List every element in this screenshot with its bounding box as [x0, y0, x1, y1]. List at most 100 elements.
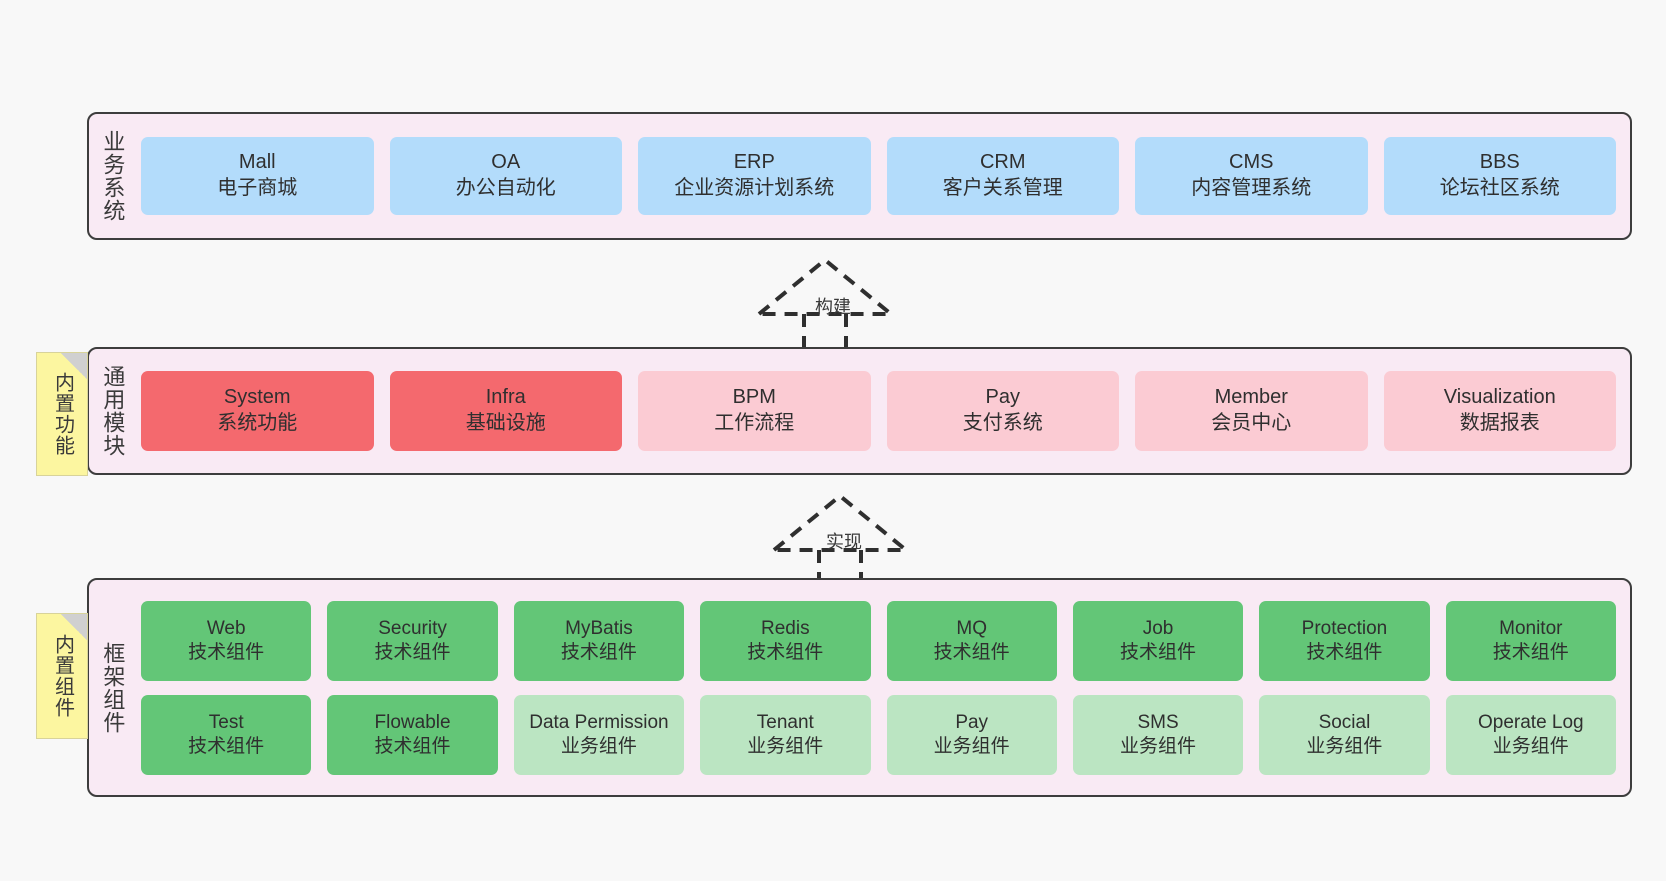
box-operate-log[interactable]: Operate Log 业务组件	[1445, 694, 1616, 775]
connector-build-label: 构建	[815, 297, 851, 317]
box-sms-title: SMS	[1137, 712, 1179, 734]
box-bpm-subtitle: 工作流程	[714, 412, 795, 434]
box-test-title: Test	[208, 712, 244, 734]
box-erp-subtitle: 企业资源计划系统	[674, 177, 835, 199]
box-visualization[interactable]: Visualization 数据报表	[1383, 371, 1616, 451]
layer-framework-components: 框架组件 Web 技术组件 Security 技术组件 MyBatis 技术组件…	[87, 578, 1632, 797]
box-bbs[interactable]: BBS 论坛社区系统	[1383, 137, 1616, 215]
box-redis-title: Redis	[761, 618, 810, 640]
box-sms-subtitle: 业务组件	[1120, 735, 1197, 757]
box-security[interactable]: Security 技术组件	[327, 600, 498, 681]
box-member-subtitle: 会员中心	[1211, 412, 1292, 434]
box-mybatis-title: MyBatis	[565, 618, 633, 640]
layer-framework-row-business: Test 技术组件 Flowable 技术组件 Data Permission …	[141, 694, 1616, 775]
box-infra-title: Infra	[485, 386, 526, 409]
box-test[interactable]: Test 技术组件	[141, 694, 312, 775]
box-operate-log-subtitle: 业务组件	[1492, 735, 1569, 757]
sticky-note-builtin-components: 内置组件	[36, 613, 88, 739]
box-mybatis-subtitle: 技术组件	[560, 641, 637, 663]
layer-business-system: 业务系统 Mall 电子商城 OA 办公自动化 ERP 企业资源计划系统 CRM…	[87, 112, 1632, 240]
box-crm-title: CRM	[979, 151, 1026, 174]
box-tenant[interactable]: Tenant 业务组件	[700, 694, 871, 775]
box-job[interactable]: Job 技术组件	[1072, 600, 1244, 681]
box-crm[interactable]: CRM 客户关系管理	[886, 137, 1119, 215]
box-mq-subtitle: 技术组件	[933, 641, 1010, 663]
box-pay-module-title: Pay	[985, 386, 1020, 409]
connector-implement-label: 实现	[826, 532, 862, 552]
connector-build: 构建	[753, 252, 923, 357]
layer-framework-components-label: 框架组件	[100, 641, 126, 734]
box-security-subtitle: 技术组件	[374, 641, 451, 663]
box-redis-subtitle: 技术组件	[747, 641, 824, 663]
box-pay-component-subtitle: 业务组件	[933, 735, 1010, 757]
box-mall-title: Mall	[238, 151, 276, 174]
box-web[interactable]: Web 技术组件	[141, 600, 312, 681]
layer-common-modules-label: 通用模块	[100, 365, 126, 457]
sticky-note-builtin-features: 内置功能	[36, 352, 88, 476]
box-social-title: Social	[1318, 712, 1371, 734]
box-bpm-title: BPM	[732, 386, 776, 409]
box-erp-title: ERP	[733, 151, 775, 174]
box-cms[interactable]: CMS 内容管理系统	[1135, 137, 1368, 215]
box-flowable-title: Flowable	[374, 712, 451, 734]
box-mq-title: MQ	[956, 618, 987, 640]
box-data-permission-title: Data Permission	[529, 712, 669, 734]
box-redis[interactable]: Redis 技术组件	[700, 600, 871, 681]
box-mq[interactable]: MQ 技术组件	[886, 600, 1057, 681]
box-web-title: Web	[206, 618, 246, 640]
layer-framework-row-tech: Web 技术组件 Security 技术组件 MyBatis 技术组件 Redi…	[141, 600, 1616, 681]
box-oa-subtitle: 办公自动化	[455, 177, 556, 199]
box-oa-title: OA	[491, 151, 521, 174]
box-protection-title: Protection	[1301, 618, 1388, 640]
box-member[interactable]: Member 会员中心	[1135, 371, 1368, 451]
box-visualization-title: Visualization	[1443, 386, 1556, 409]
box-infra[interactable]: Infra 基础设施	[389, 371, 622, 451]
box-protection[interactable]: Protection 技术组件	[1259, 600, 1430, 681]
box-member-title: Member	[1214, 386, 1288, 409]
box-protection-subtitle: 技术组件	[1306, 641, 1383, 663]
box-erp[interactable]: ERP 企业资源计划系统	[638, 137, 871, 215]
box-security-title: Security	[378, 618, 447, 640]
box-test-subtitle: 技术组件	[188, 735, 265, 757]
box-mall[interactable]: Mall 电子商城	[141, 137, 374, 215]
layer-business-system-row: Mall 电子商城 OA 办公自动化 ERP 企业资源计划系统 CRM 客户关系…	[141, 137, 1616, 215]
layer-business-system-label: 业务系统	[100, 130, 126, 222]
box-system-subtitle: 系统功能	[217, 412, 298, 434]
box-visualization-subtitle: 数据报表	[1459, 412, 1540, 434]
box-monitor-title: Monitor	[1499, 618, 1563, 640]
box-pay-component-title: Pay	[955, 712, 989, 734]
box-operate-log-title: Operate Log	[1477, 712, 1584, 734]
box-job-subtitle: 技术组件	[1120, 641, 1197, 663]
box-system-title: System	[223, 386, 291, 409]
box-pay-component[interactable]: Pay 业务组件	[886, 694, 1057, 775]
box-tenant-subtitle: 业务组件	[747, 735, 824, 757]
box-mall-subtitle: 电子商城	[217, 177, 298, 199]
box-pay-module-subtitle: 支付系统	[962, 412, 1043, 434]
layer-framework-components-body: Web 技术组件 Security 技术组件 MyBatis 技术组件 Redi…	[135, 580, 1630, 795]
box-flowable[interactable]: Flowable 技术组件	[327, 694, 498, 775]
layer-common-modules-row: System 系统功能 Infra 基础设施 BPM 工作流程 Pay 支付系统…	[141, 371, 1616, 451]
box-web-subtitle: 技术组件	[188, 641, 265, 663]
box-data-permission-subtitle: 业务组件	[560, 735, 637, 757]
layer-business-system-body: Mall 电子商城 OA 办公自动化 ERP 企业资源计划系统 CRM 客户关系…	[135, 114, 1630, 238]
box-pay-module[interactable]: Pay 支付系统	[886, 371, 1119, 451]
box-mybatis[interactable]: MyBatis 技术组件	[513, 600, 685, 681]
box-sms[interactable]: SMS 业务组件	[1072, 694, 1244, 775]
box-bpm[interactable]: BPM 工作流程	[638, 371, 871, 451]
box-cms-title: CMS	[1229, 151, 1274, 174]
box-job-title: Job	[1142, 618, 1174, 640]
box-oa[interactable]: OA 办公自动化	[389, 137, 622, 215]
box-data-permission[interactable]: Data Permission 业务组件	[513, 694, 685, 775]
box-bbs-title: BBS	[1479, 151, 1520, 174]
layer-common-modules-body: System 系统功能 Infra 基础设施 BPM 工作流程 Pay 支付系统…	[135, 349, 1630, 473]
box-monitor[interactable]: Monitor 技术组件	[1445, 600, 1616, 681]
box-social-subtitle: 业务组件	[1306, 735, 1383, 757]
box-system[interactable]: System 系统功能	[141, 371, 374, 451]
box-monitor-subtitle: 技术组件	[1492, 641, 1569, 663]
box-social[interactable]: Social 业务组件	[1259, 694, 1430, 775]
box-infra-subtitle: 基础设施	[465, 412, 546, 434]
box-cms-subtitle: 内容管理系统	[1191, 177, 1312, 199]
box-crm-subtitle: 客户关系管理	[942, 177, 1063, 199]
box-tenant-title: Tenant	[756, 712, 814, 734]
layer-common-modules: 通用模块 System 系统功能 Infra 基础设施 BPM 工作流程 Pay…	[87, 347, 1632, 475]
